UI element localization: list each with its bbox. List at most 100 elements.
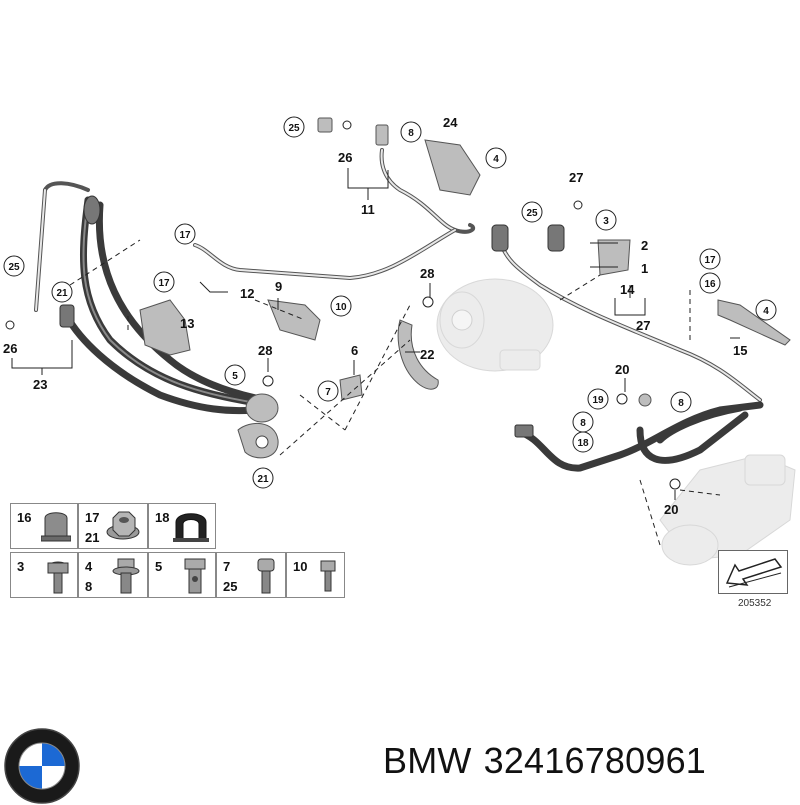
callout-28: 28 (258, 343, 272, 358)
callout-circle-3: 3 (595, 209, 617, 231)
legend-label: 16 (17, 510, 32, 525)
left-hose-assembly (34, 181, 279, 459)
callout-6: 6 (351, 343, 358, 358)
callout-circle-25: 25 (521, 201, 543, 223)
callout-13: 13 (180, 316, 194, 331)
svg-text:21: 21 (56, 288, 68, 299)
legend-cell-5: 5 (148, 552, 216, 598)
legend-label: 5 (155, 559, 163, 574)
callout-27: 27 (636, 318, 650, 333)
callout-26: 26 (338, 150, 352, 165)
bracket-13 (139, 299, 191, 356)
svg-text:19: 19 (592, 395, 604, 406)
callout-9: 9 (275, 279, 282, 294)
clamp-icon (41, 512, 71, 542)
callout-circle-17: 17 (699, 248, 721, 270)
svg-text:17: 17 (158, 278, 170, 289)
callout-circle-4: 4 (485, 147, 507, 169)
callout-14: 14 (620, 282, 635, 297)
legend-label: 17 (85, 510, 100, 525)
callout-22: 22 (420, 347, 434, 362)
ghost-power-steering-pump (436, 278, 554, 372)
callout-circle-16: 16 (699, 272, 721, 294)
legend-cell-18: 18 (148, 503, 216, 549)
legend-label: 21 (85, 530, 100, 545)
direction-arrow-icon (725, 558, 783, 588)
callout-circle-4: 4 (755, 299, 777, 321)
callout-24: 24 (443, 115, 458, 130)
svg-text:5: 5 (232, 371, 238, 382)
callout-20: 20 (615, 362, 629, 377)
svg-text:4: 4 (493, 154, 499, 165)
svg-text:4: 4 (763, 306, 769, 317)
callout-1: 1 (641, 261, 648, 276)
o-rings (5, 120, 681, 490)
legend-label: 3 (17, 559, 25, 574)
svg-text:7: 7 (325, 387, 331, 398)
svg-text:17: 17 (704, 255, 716, 266)
callout-circle-18: 18 (572, 431, 594, 453)
legend-label: 10 (293, 559, 308, 574)
small-bolt-icon (320, 560, 336, 592)
dashed-guides (69, 239, 721, 546)
svg-text:3: 3 (603, 216, 609, 227)
svg-text:8: 8 (678, 398, 684, 409)
fastener-legend: 16 17 21 18 3 4 8 (10, 503, 347, 599)
socket-bolt-icon (257, 558, 275, 594)
ghost-steering-gear (659, 454, 796, 566)
banjo-bolt-icon (184, 558, 206, 594)
callout-15: 15 (733, 343, 747, 358)
callout-circle-8: 8 (400, 121, 422, 143)
callout-circle-25: 25 (283, 116, 305, 138)
rubber-grommet-icon (173, 513, 209, 542)
right-pipe-assembly (491, 224, 764, 472)
callout-28: 28 (420, 266, 434, 281)
callout-20: 20 (664, 502, 678, 517)
legend-label: 4 (85, 559, 93, 574)
direction-reference-box (718, 550, 788, 594)
hex-nut-icon (106, 511, 140, 540)
callout-circle-19: 19 (587, 388, 609, 410)
svg-text:25: 25 (8, 262, 20, 273)
legend-cell-16: 16 (10, 503, 78, 549)
leader-lines (11, 168, 740, 500)
svg-text:10: 10 (335, 302, 347, 313)
callout-27: 27 (569, 170, 583, 185)
callout-circle-25: 25 (3, 255, 25, 277)
svg-text:21: 21 (257, 474, 269, 485)
callout-11: 11 (361, 202, 375, 217)
legend-cell-10: 10 (286, 552, 345, 598)
bracket-24 (424, 139, 481, 196)
legend-label: 25 (223, 579, 238, 594)
legend-cell-3: 3 (10, 552, 78, 598)
svg-text:18: 18 (577, 438, 589, 449)
bracket-9 (267, 299, 321, 341)
callout-23: 23 (33, 377, 47, 392)
svg-text:16: 16 (704, 279, 716, 290)
svg-text:8: 8 (408, 128, 414, 139)
svg-text:8: 8 (580, 418, 586, 429)
legend-cell-7-25: 7 25 (216, 552, 286, 598)
callout-circle-17: 17 (174, 223, 196, 245)
bracket-15 (717, 299, 791, 346)
part-caption: BMW 32416780961 (383, 740, 718, 782)
callout-circle-5: 5 (224, 364, 246, 386)
callout-circle-21: 21 (51, 281, 73, 303)
bracket-6-7 (339, 374, 363, 401)
diagram-reference-number: 205352 (738, 598, 772, 609)
callout-26: 26 (3, 341, 17, 356)
flange-bolt-icon (112, 558, 140, 594)
legend-cell-4-8: 4 8 (78, 552, 148, 598)
legend-cell-17-21: 17 21 (78, 503, 148, 549)
svg-text:25: 25 (526, 208, 538, 219)
callout-circle-21: 21 (252, 467, 274, 489)
bracket-1-2 (597, 239, 631, 276)
legend-label: 7 (223, 559, 231, 574)
callout-12: 12 (240, 286, 254, 301)
callout-circle-8: 8 (670, 391, 692, 413)
brand-name: BMW (383, 740, 472, 781)
callout-2: 2 (641, 238, 648, 253)
part-number: 32416780961 (483, 740, 707, 781)
legend-label: 8 (85, 579, 93, 594)
